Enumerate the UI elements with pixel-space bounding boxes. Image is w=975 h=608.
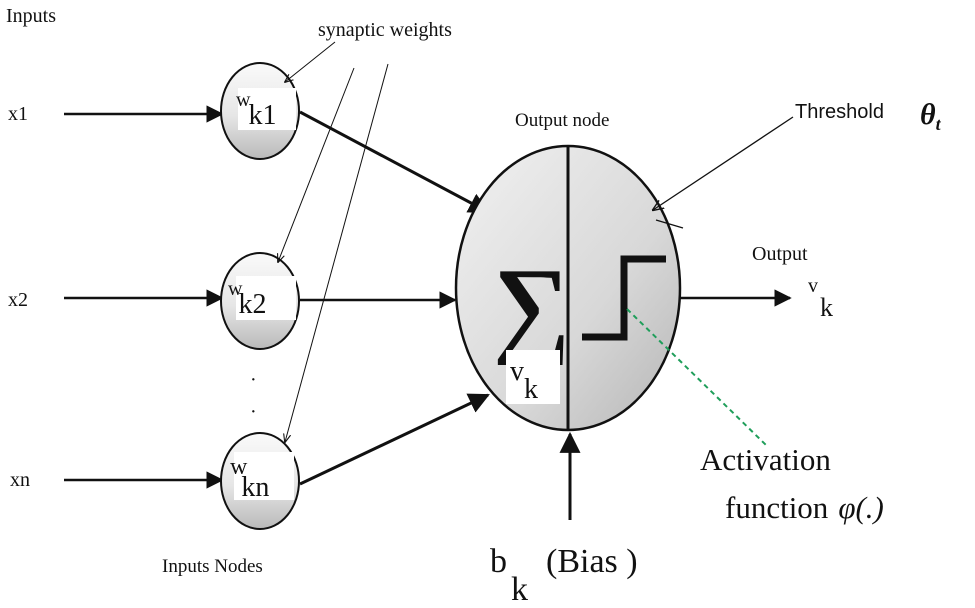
activation-label-line1: Activation [700, 442, 831, 477]
summation-label: vk [510, 356, 538, 405]
connection-kn [299, 393, 490, 486]
ellipsis-dot-2: · [250, 401, 257, 423]
inputs-heading: Inputs [6, 5, 56, 27]
output-label: Output [752, 243, 808, 265]
output-node-label: Output node [515, 110, 609, 131]
threshold-symbol: θt [920, 98, 942, 134]
synaptic-pointer-k1 [285, 41, 336, 82]
weight-node-k1: wk1 [220, 62, 300, 160]
connection-k1 [299, 110, 490, 214]
bias-label: (Bias ) [546, 543, 638, 580]
input-label-xn: xn [10, 469, 30, 491]
weight-node-k2: wk2 [220, 252, 300, 350]
summation-symbol: ∑ [493, 247, 570, 366]
synaptic-pointer-kn [285, 63, 389, 442]
threshold-tick [655, 219, 684, 229]
activation-pointer [626, 308, 769, 448]
bias-symbol: bk [490, 543, 528, 608]
weight-label-k1: wk1 [236, 89, 276, 131]
threshold-pointer [653, 116, 794, 210]
synaptic-pointer-k2 [278, 67, 355, 262]
weight-label-k2: wk2 [228, 278, 266, 320]
summation-label-box [506, 350, 560, 404]
inputs-nodes-label: Inputs Nodes [162, 556, 263, 577]
input-label-x2: x2 [8, 289, 28, 311]
input-label-x1: x1 [8, 103, 28, 125]
synaptic-weights-label: synaptic weights [318, 19, 452, 41]
output-value: vk [808, 275, 833, 322]
step-function-icon [582, 255, 666, 341]
ellipsis-dot-1: · [250, 369, 257, 391]
threshold-label: Threshold [795, 101, 884, 123]
